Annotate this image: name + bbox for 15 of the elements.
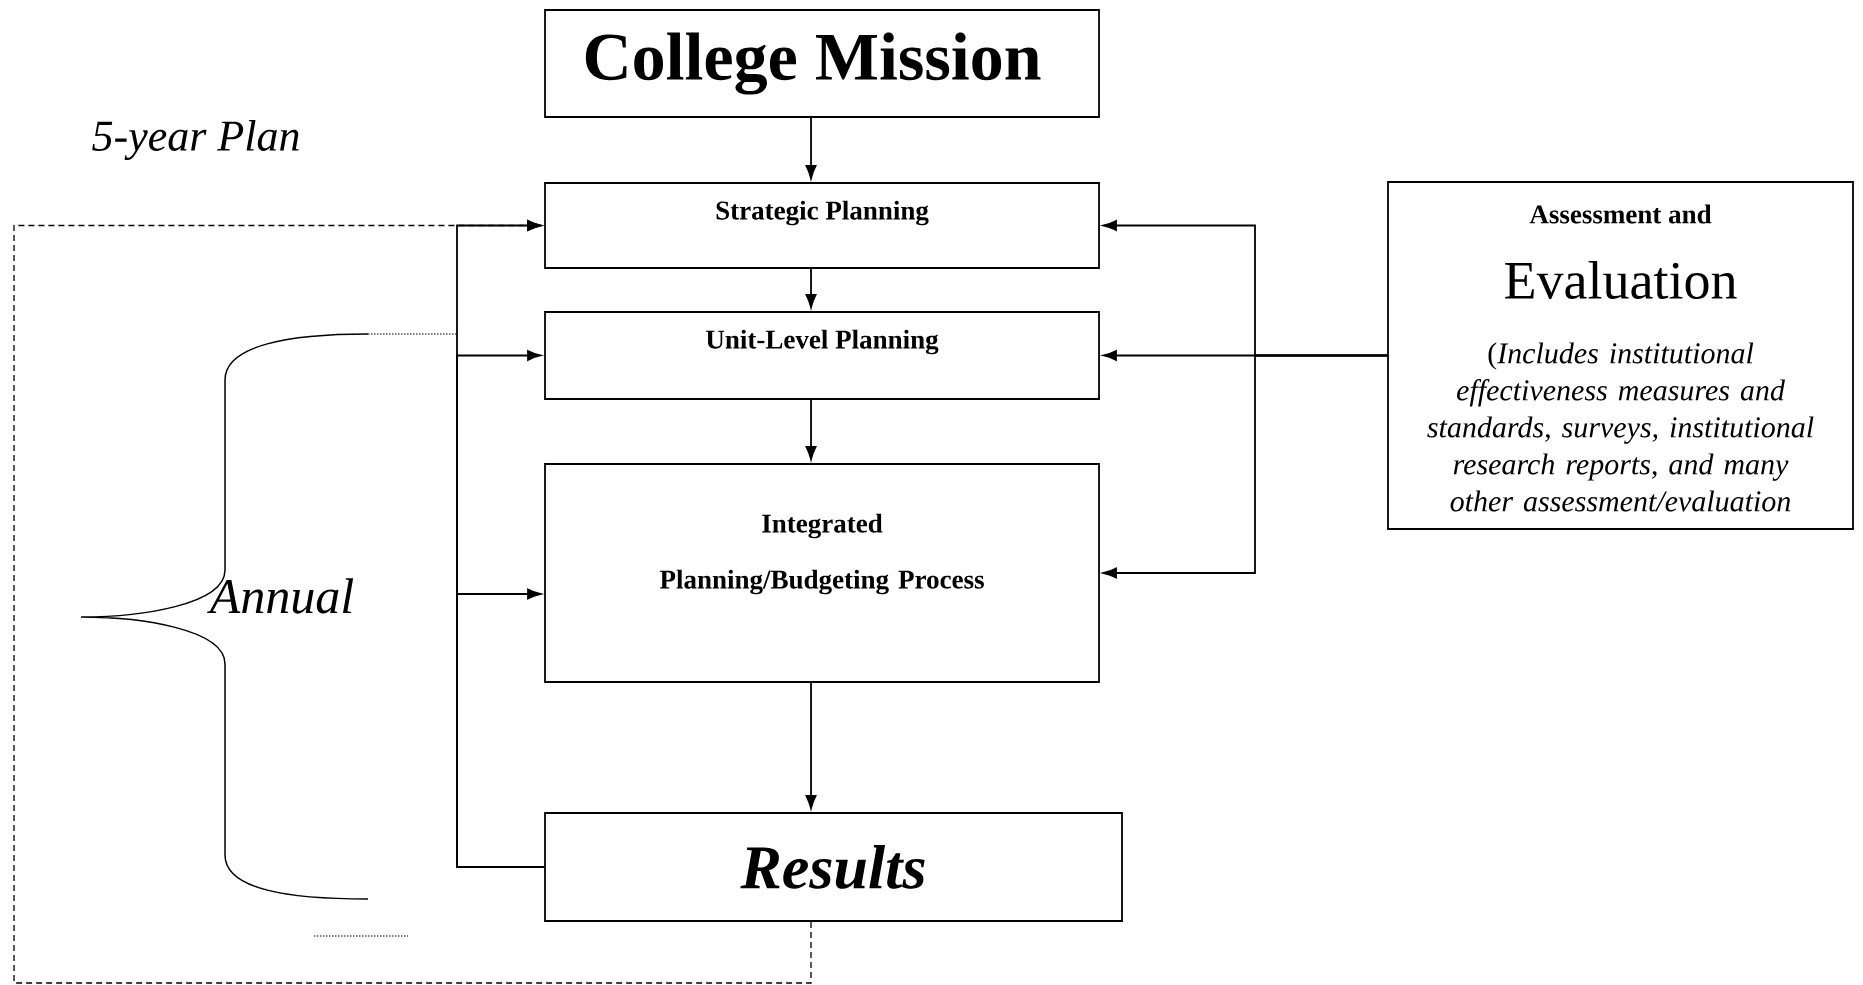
process-box: Unit-Level Planning [544, 311, 1100, 400]
arrow [456, 588, 545, 868]
title-box: College Mission [544, 9, 1100, 118]
assessment-box: Assessment and Evaluation (Includes institutional effectiveness measures and standards, surveys, institutional research reports, and many other assessment/evaluation [1387, 181, 1854, 530]
arrow [805, 117, 817, 180]
arrow [805, 399, 817, 461]
arrow [1102, 354, 1388, 579]
arrow [805, 682, 817, 810]
annotation-label: Annual [207, 578, 354, 614]
arrow [805, 268, 817, 309]
annotation-label: 5-year Plan [92, 120, 299, 160]
results-box: Results [544, 812, 1123, 922]
process-box: Integrated Planning/Budgeting Process [544, 463, 1100, 683]
arrow [13, 219, 812, 984]
process-box: Strategic Planning [544, 182, 1100, 269]
